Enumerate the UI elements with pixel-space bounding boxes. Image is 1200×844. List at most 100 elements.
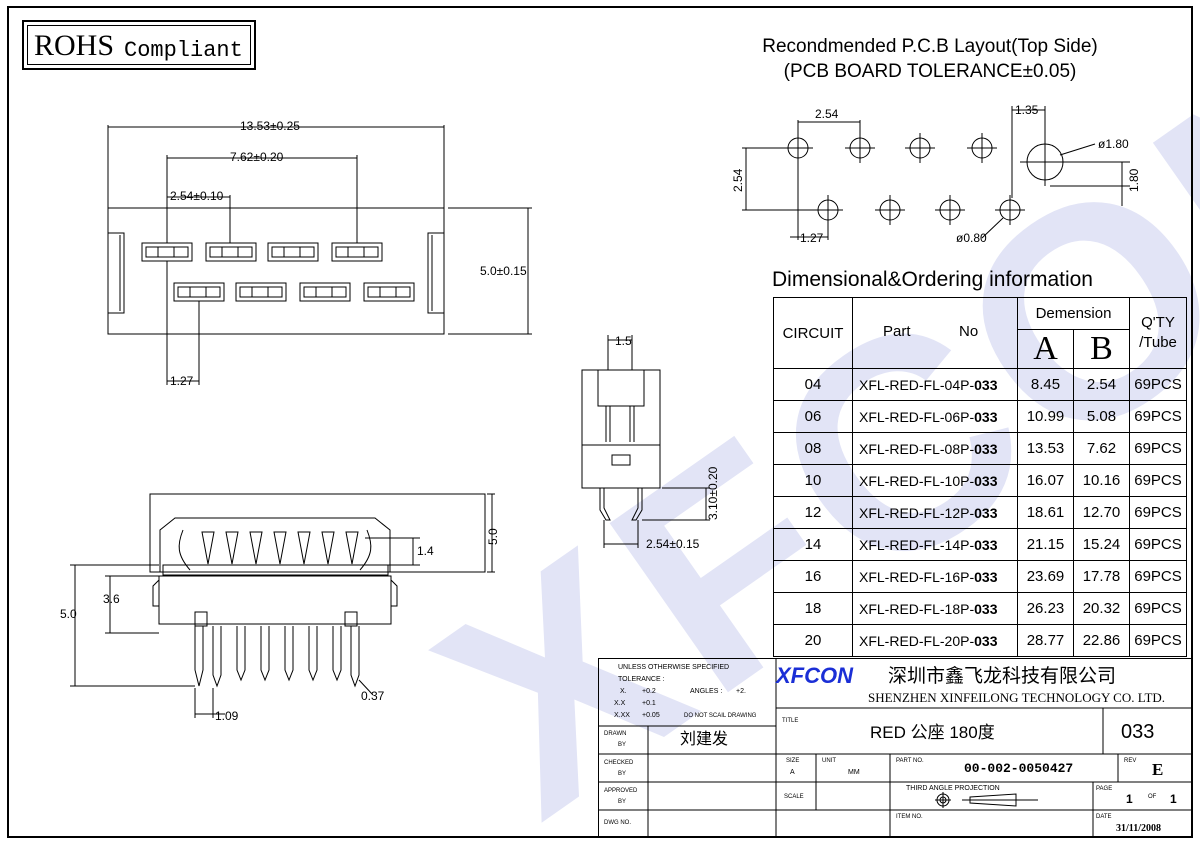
tol-xxx-val: +0.05	[642, 712, 660, 719]
rohs-label: ROHS	[34, 29, 115, 62]
front-pin-width-dim: 0.37	[361, 689, 385, 703]
checked-label: CHECKED	[604, 760, 634, 766]
row-circuit: 12	[773, 496, 853, 529]
date-label: DATE	[1096, 814, 1112, 820]
tol-x: X.	[620, 688, 627, 695]
pcb-layout-drawing: 2.54 1.35 ø1.80 1.80 2.54 1.27 ø0.80	[731, 103, 1141, 245]
part-no-header: Part No	[852, 297, 1018, 369]
part-no-value: 00-002-0050427	[964, 761, 1073, 776]
pcb-offset: 1.27	[800, 231, 824, 245]
row-dim-a: 8.45	[1017, 368, 1074, 401]
row-dim-a: 16.07	[1017, 464, 1074, 497]
row-dim-a: 13.53	[1017, 432, 1074, 465]
row-circuit: 08	[773, 432, 853, 465]
top-span-dim: 7.62±0.20	[230, 150, 284, 164]
row-part-no: XFL-RED-FL-20P-033	[852, 624, 1018, 657]
row-dim-a: 23.69	[1017, 560, 1074, 593]
company-cn: 深圳市鑫飞龙科技有限公司	[888, 665, 1116, 687]
title-block: UNLESS OTHERWISE SPECIFIED TOLERANCE : X…	[598, 658, 1192, 837]
row-dim-a: 26.23	[1017, 592, 1074, 625]
date-value: 31/11/2008	[1116, 823, 1161, 834]
row-dim-a: 28.77	[1017, 624, 1074, 657]
page-label: PAGE	[1096, 786, 1112, 792]
pcb-boss-dia: ø1.80	[1098, 137, 1129, 151]
ordering-title: Dimensional&Ordering information	[772, 268, 1093, 291]
title-code: 033	[1121, 721, 1154, 743]
row-part-no: XFL-RED-FL-04P-033	[852, 368, 1018, 401]
pcb-boss-offset: 1.35	[1015, 103, 1039, 117]
row-dim-b: 7.62	[1073, 432, 1130, 465]
row-dim-a: 21.15	[1017, 528, 1074, 561]
unit-label: UNIT	[822, 758, 836, 764]
pcb-layout-title: Recondmended P.C.B Layout(Top Side) (PCB…	[690, 34, 1170, 84]
row-part-prefix: XFL-RED-FL-14P-	[859, 536, 975, 553]
row-part-suffix: 033	[974, 600, 998, 617]
pcb-pitch-y: 2.54	[731, 168, 745, 192]
row-circuit: 16	[773, 560, 853, 593]
of-label: OF	[1148, 794, 1157, 800]
rohs-badge: ROHS Compliant	[22, 20, 256, 70]
front-height-dim: 5.0	[486, 528, 500, 545]
qty-header-line1: Q'TY	[1141, 314, 1175, 331]
row-qty: 69PCS	[1129, 592, 1187, 625]
row-dim-b: 2.54	[1073, 368, 1130, 401]
title-value: RED 公座 180度	[870, 723, 995, 742]
top-offset-dim: 1.27	[170, 374, 194, 388]
approved-by-label: BY	[618, 799, 626, 805]
row-part-no: XFL-RED-FL-06P-033	[852, 400, 1018, 433]
row-part-suffix: 033	[974, 632, 998, 649]
row-part-prefix: XFL-RED-FL-04P-	[859, 376, 975, 393]
tol-xx: X.X	[614, 700, 626, 707]
row-part-prefix: XFL-RED-FL-20P-	[859, 632, 975, 649]
size-value: A	[790, 769, 795, 776]
tol-xx-val: +0.1	[642, 700, 656, 707]
row-qty: 69PCS	[1129, 560, 1187, 593]
row-part-no: XFL-RED-FL-10P-033	[852, 464, 1018, 497]
size-label: SIZE	[786, 758, 799, 764]
top-overall-dim: 13.53±0.25	[240, 119, 300, 133]
front-left-height-dim: 5.0	[60, 607, 77, 621]
row-qty: 69PCS	[1129, 624, 1187, 657]
dim-a-header: A	[1017, 329, 1074, 369]
row-qty: 69PCS	[1129, 400, 1187, 433]
top-view-drawing: 13.53±0.25 7.62±0.20 2.54±0.10 5.0±0.15 …	[107, 119, 532, 388]
row-part-prefix: XFL-RED-FL-16P-	[859, 568, 975, 585]
row-part-prefix: XFL-RED-FL-12P-	[859, 504, 975, 521]
projection-label: THIRD ANGLE PROJECTION	[906, 785, 1000, 792]
title-label: TITLE	[782, 718, 798, 724]
tol-line2: TOLERANCE :	[618, 676, 665, 683]
tol-line1: UNLESS OTHERWISE SPECIFIED	[618, 664, 729, 671]
row-part-no: XFL-RED-FL-12P-033	[852, 496, 1018, 529]
side-width-dim: 1.5	[615, 334, 632, 348]
front-view-drawing: 5.0 1.4 5.0 3.6 0.37 1.09	[60, 493, 500, 723]
checked-by-label: BY	[618, 771, 626, 777]
side-view-drawing: 1.5 3.10±0.20 2.54±0.15	[581, 334, 720, 551]
part-header-label: Part	[883, 323, 911, 340]
tol-angles-val: +2.	[736, 688, 746, 695]
row-part-prefix: XFL-RED-FL-06P-	[859, 408, 975, 425]
row-dim-b: 5.08	[1073, 400, 1130, 433]
dimension-header: Demension	[1017, 297, 1130, 330]
row-circuit: 10	[773, 464, 853, 497]
qty-header-line2: /Tube	[1139, 334, 1177, 351]
pcb-boss-height: 1.80	[1127, 168, 1141, 192]
row-part-suffix: 033	[974, 536, 998, 553]
row-part-suffix: 033	[974, 440, 998, 457]
unit-value: MM	[848, 769, 860, 776]
row-dim-b: 20.32	[1073, 592, 1130, 625]
part-no-label: PART NO.	[896, 758, 924, 764]
tol-angles: ANGLES :	[690, 688, 722, 695]
tol-x-val: +0.2	[642, 688, 656, 695]
scale-label: SCALE	[784, 794, 804, 800]
row-circuit: 04	[773, 368, 853, 401]
row-qty: 69PCS	[1129, 528, 1187, 561]
front-pin-top-dim: 1.4	[417, 544, 434, 558]
rev-value: E	[1152, 760, 1163, 779]
row-circuit: 14	[773, 528, 853, 561]
row-qty: 69PCS	[1129, 368, 1187, 401]
drawn-value: 刘建发	[680, 730, 728, 748]
